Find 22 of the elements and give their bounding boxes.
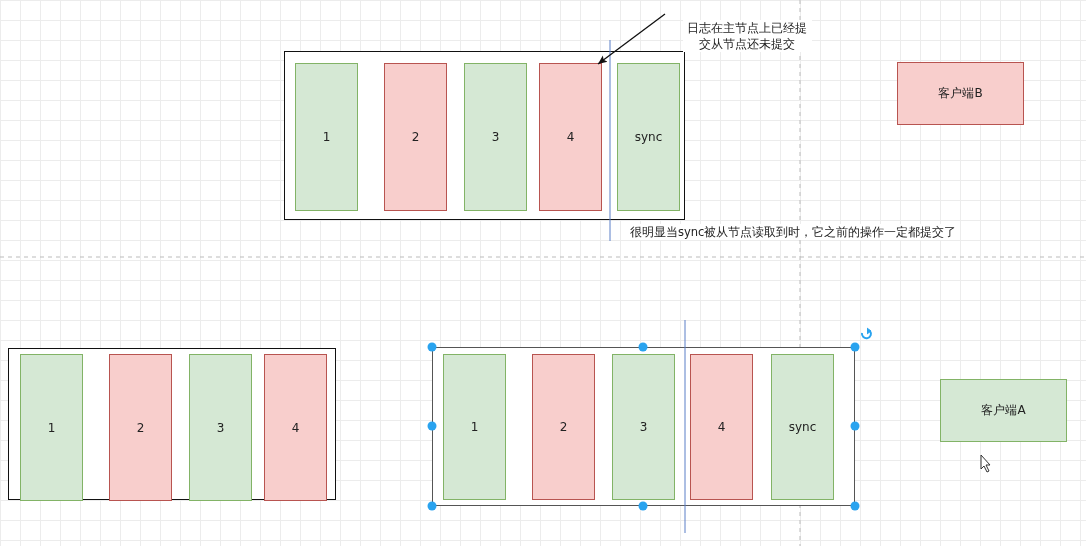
client-box: 客户端B [897, 62, 1024, 125]
container-box [432, 347, 855, 506]
log-entry-box: 4 [690, 354, 753, 500]
arrow [597, 13, 666, 65]
log-entry-box: 1 [443, 354, 506, 500]
log-entry-box: 4 [264, 354, 327, 501]
client-box: 客户端A [940, 379, 1067, 442]
log-entry-box: sync [617, 63, 680, 211]
annotation-text: 很明显当sync被从节点读取到时，它之前的操作一定都提交了 [630, 224, 957, 240]
container-box [8, 348, 336, 500]
annotation-text: 日志在主节点上已经提交从节点还未提交 [683, 20, 812, 52]
container-box [284, 51, 685, 220]
log-entry-box: 4 [539, 63, 602, 211]
log-entry-box: 1 [20, 354, 83, 501]
log-entry-box: 2 [384, 63, 447, 211]
log-entry-box: 2 [532, 354, 595, 500]
log-entry-box: 3 [189, 354, 252, 501]
log-entry-box: 3 [612, 354, 675, 500]
log-entry-box: sync [771, 354, 834, 500]
log-entry-box: 1 [295, 63, 358, 211]
log-entry-box: 2 [109, 354, 172, 501]
log-entry-box: 3 [464, 63, 527, 211]
